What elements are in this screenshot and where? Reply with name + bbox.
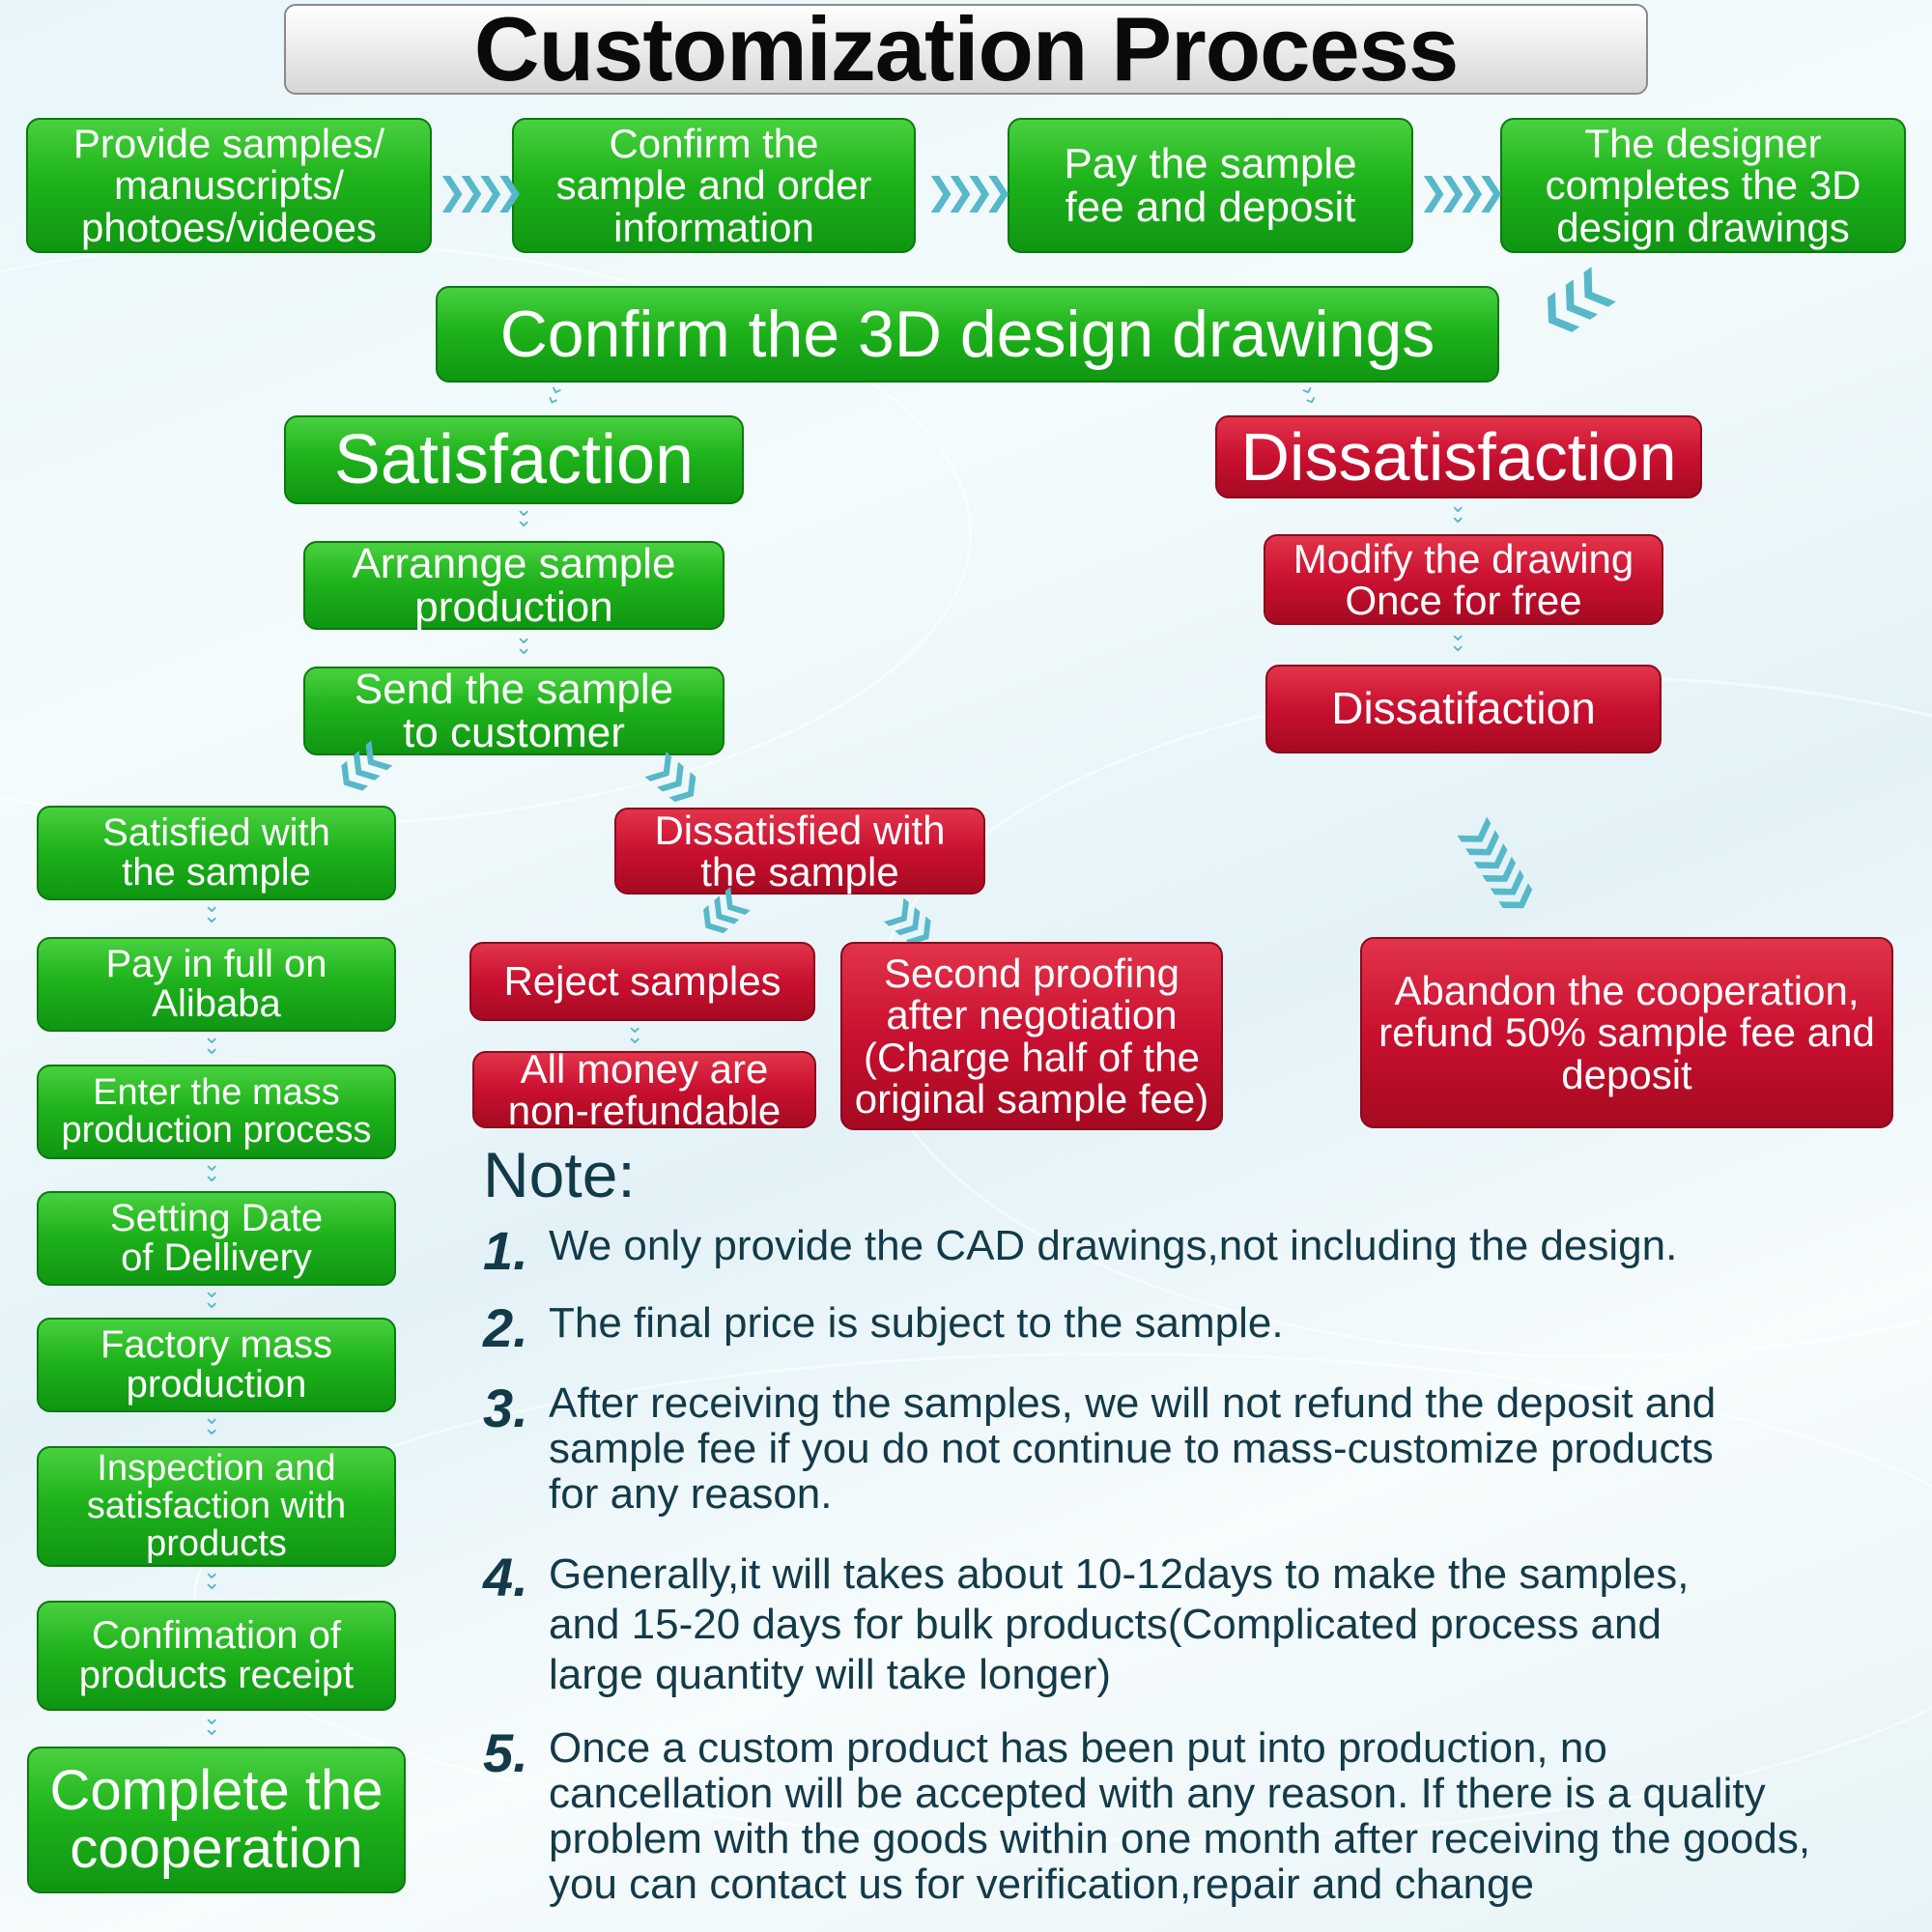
arrow-down-icon: ⌄⌄ [203,1560,221,1595]
step-reject-samples: Reject samples [469,942,815,1021]
note-text: Generally,it will takes about 10-12days … [549,1550,1690,1698]
satisfaction-header: Satisfaction [284,415,744,504]
step-dissatifaction: Dissatifaction [1265,665,1662,753]
step-pay-full: Pay in full on Alibaba [37,937,396,1032]
arrow-down-icon: ⌄⌄ [515,625,533,660]
arrow-down-icon: ⌄⌄ [203,1406,221,1440]
arrow-down-left-icon: ❮❮❮ [688,887,746,943]
step-designer-3d: The designer completes the 3D design dra… [1500,118,1906,253]
note-text: After receiving the samples, we will not… [549,1379,1717,1519]
arrow-down-icon: ⌄⌄ [626,1014,644,1049]
note-number: 3. [483,1378,528,1438]
note-number: 4. [483,1547,528,1607]
arrow-down-icon: ⌄⌄ [203,1025,221,1060]
background-swoosh [193,1352,1932,1841]
arrow-down-icon: ⌄⌄ [203,894,221,928]
note-item: 5. Once a custom product has been put in… [483,1721,1913,1915]
arrow-down-icon: ⌄⌄ [203,1152,221,1187]
note-number: 2. [483,1297,528,1358]
step-confirm-receipt: Confimation of products receipt [37,1601,396,1711]
step-complete-cooperation: Complete the cooperation [27,1747,406,1893]
step-inspection: Inspection and satisfaction with product… [37,1446,396,1567]
step-non-refundable: All money are non-refundable [472,1048,816,1131]
arrow-down-icon: ⌄⌄ [203,1279,221,1314]
arrow-right-icon: ❯❯❯❯ [437,170,525,213]
note-text: We only provide the CAD drawings,not inc… [549,1222,1678,1269]
note-number: 5. [483,1722,528,1783]
note-item: 2. The final price is subject to the sam… [483,1296,1913,1358]
arrow-down-icon: ⌄⌄ [1449,494,1467,528]
arrow-right-icon: ❯❯❯❯ [1418,170,1506,213]
note-text: Once a custom product has been put into … [549,1724,1811,1909]
step-confirm-3d: Confirm the 3D design drawings [436,286,1499,383]
step-abandon: Abandon the cooperation, refund 50% samp… [1360,937,1893,1128]
step-satisfied-sample: Satisfied with the sample [37,806,396,900]
note-item: 1. We only provide the CAD drawings,not … [483,1219,1913,1281]
step-delivery-date: Setting Date of Dellivery [37,1191,396,1286]
step-pay-deposit: Pay the sample fee and deposit [1008,118,1413,253]
step-dissatisfied-sample: Dissatisfied with the sample [614,808,985,895]
page-title: Customization Process [473,0,1459,99]
notes-heading: Note: [483,1139,636,1210]
step-arrange-sample: Arrannge sample production [303,541,724,630]
step-provide-samples: Provide samples/ manuscripts/ photoes/vi… [26,118,432,253]
step-send-sample: Send the sample to customer [303,667,724,755]
arrow-down-icon: ⌄⌄ [1293,372,1323,412]
arrow-down-left-icon: ❮❮❮ [1527,265,1611,345]
arrow-down-icon: ⌄⌄ [515,497,533,532]
note-text: The final price is subject to the sample… [549,1299,1284,1347]
step-modify-drawing: Modify the drawing Once for free [1264,534,1663,625]
step-second-proofing: Second proofing after negotiation (Charg… [840,942,1223,1130]
note-item: 3. After receiving the samples, we will … [483,1377,1913,1521]
step-mass-production-process: Enter the mass production process [37,1065,396,1159]
arrow-down-icon: ⌄⌄ [1449,622,1467,657]
arrow-down-icon: ⌄⌄ [203,1706,221,1741]
note-number: 1. [483,1220,528,1281]
title-bar: Customization Process [284,4,1648,95]
arrow-right-icon: ❯❯❯❯ [925,170,1013,213]
dissatisfaction-header: Dissatisfaction [1215,415,1702,498]
step-confirm-order: Confirm the sample and order information [512,118,916,253]
note-item: 4. Generally,it will takes about 10-12da… [483,1546,1913,1700]
step-factory-production: Factory mass production [37,1318,396,1412]
